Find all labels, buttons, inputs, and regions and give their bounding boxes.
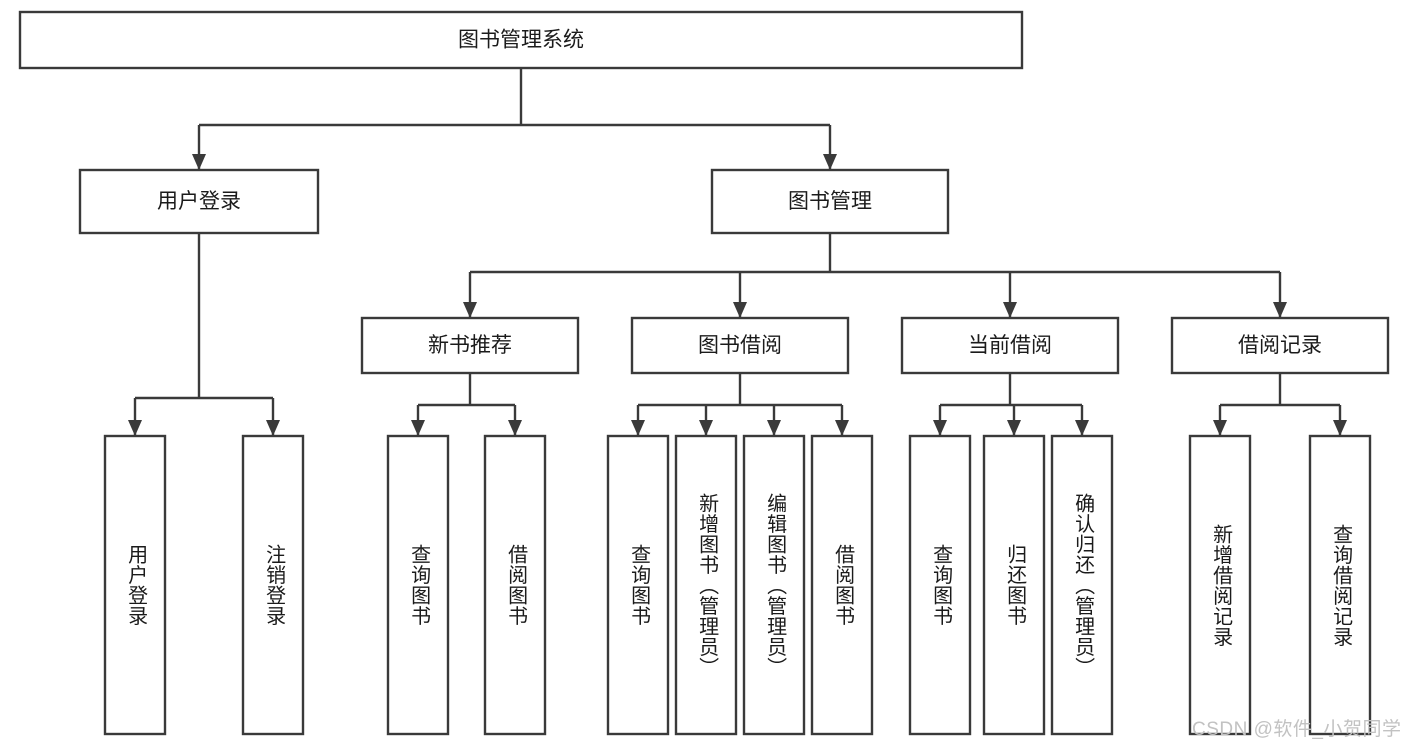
node-box[interactable]: [18, 10, 1024, 70]
arrow-head-icon: [835, 420, 849, 436]
arrow-head-icon: [767, 420, 781, 436]
arrow-head-icon: [1007, 420, 1021, 436]
arrow-head-icon: [631, 420, 645, 436]
node-box[interactable]: [908, 434, 972, 736]
node-box[interactable]: [483, 434, 547, 736]
node-l3-图书借阅[interactable]: [630, 316, 850, 375]
node-box[interactable]: [1188, 434, 1252, 736]
node-l3-借阅记录[interactable]: [1170, 316, 1390, 375]
node-root-图书管理系统[interactable]: [18, 10, 1024, 70]
arrow-head-icon: [823, 154, 837, 170]
arrow-head-icon: [933, 420, 947, 436]
node-l3-新书推荐[interactable]: [360, 316, 580, 375]
arrow-head-icon: [508, 420, 522, 436]
node-box[interactable]: [900, 316, 1120, 375]
node-leaf-新增图书管理员[interactable]: [674, 434, 738, 736]
node-box[interactable]: [386, 434, 450, 736]
node-leaf-注销登录[interactable]: [241, 434, 305, 736]
node-leaf-查询图书[interactable]: [908, 434, 972, 736]
node-box[interactable]: [710, 168, 950, 235]
arrow-head-icon: [1075, 420, 1089, 436]
node-label-图书借阅: 图书借阅: [698, 334, 782, 357]
arrow-head-icon: [1213, 420, 1227, 436]
node-box[interactable]: [982, 434, 1046, 736]
node-leaf-查询图书[interactable]: [606, 434, 670, 736]
node-leaf-确认归还管理员[interactable]: [1050, 434, 1114, 736]
node-leaf-新增借阅记录[interactable]: [1188, 434, 1252, 736]
node-label-图书管理系统: 图书管理系统: [458, 29, 584, 52]
node-leaf-查询图书[interactable]: [386, 434, 450, 736]
node-label-借阅记录: 借阅记录: [1238, 334, 1322, 357]
arrow-head-icon: [733, 302, 747, 318]
node-box[interactable]: [810, 434, 874, 736]
connector-layer: [128, 68, 1347, 436]
node-leaf-归还图书[interactable]: [982, 434, 1046, 736]
node-box[interactable]: [674, 434, 738, 736]
node-box[interactable]: [78, 168, 320, 235]
node-label-新书推荐: 新书推荐: [428, 334, 512, 357]
node-label-用户登录: 用户登录: [157, 190, 241, 213]
node-box[interactable]: [241, 434, 305, 736]
arrow-head-icon: [411, 420, 425, 436]
csdn-watermark: CSDN @软件_小贺同学: [1192, 719, 1402, 740]
arrow-head-icon: [699, 420, 713, 436]
node-l2-用户登录[interactable]: [78, 168, 320, 235]
node-box[interactable]: [1170, 316, 1390, 375]
node-box[interactable]: [1308, 434, 1372, 736]
arrow-head-icon: [1333, 420, 1347, 436]
arrow-head-icon: [463, 302, 477, 318]
node-box[interactable]: [742, 434, 806, 736]
arrow-head-icon: [266, 420, 280, 436]
node-leaf-编辑图书管理员[interactable]: [742, 434, 806, 736]
node-leaf-查询借阅记录[interactable]: [1308, 434, 1372, 736]
node-box[interactable]: [1050, 434, 1114, 736]
node-box[interactable]: [630, 316, 850, 375]
node-leaf-借阅图书[interactable]: [810, 434, 874, 736]
arrow-head-icon: [192, 154, 206, 170]
node-box[interactable]: [360, 316, 580, 375]
arrow-head-icon: [128, 420, 142, 436]
arrow-head-icon: [1003, 302, 1017, 318]
node-leaf-借阅图书[interactable]: [483, 434, 547, 736]
node-l3-当前借阅[interactable]: [900, 316, 1120, 375]
node-box[interactable]: [606, 434, 670, 736]
node-box[interactable]: [103, 434, 167, 736]
node-leaf-用户登录[interactable]: [103, 434, 167, 736]
node-l2-图书管理[interactable]: [710, 168, 950, 235]
node-label-图书管理: 图书管理: [788, 190, 872, 213]
arrow-head-icon: [1273, 302, 1287, 318]
node-label-当前借阅: 当前借阅: [968, 334, 1052, 357]
